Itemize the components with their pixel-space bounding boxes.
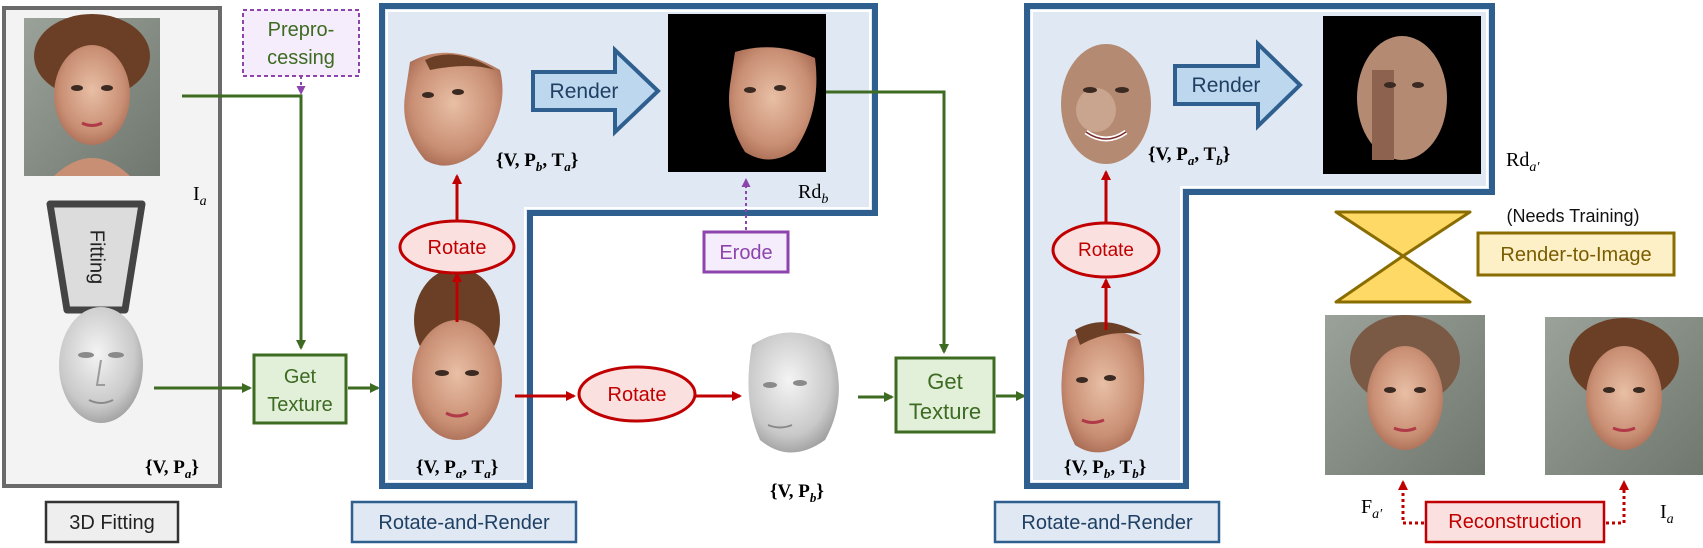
rotate-node-3 xyxy=(1051,221,1161,279)
arrow-rdb-to-gettexture2 xyxy=(826,90,949,354)
rotate-node-1-label: Rotate xyxy=(428,237,487,259)
textured-face-pb-tb xyxy=(1061,322,1145,453)
label-v-pb-tb: {V, Pb, Tb} xyxy=(1064,457,1146,481)
label-v-pb: {V, Pb} xyxy=(770,481,824,505)
rotate-node-1 xyxy=(398,219,516,275)
get-texture-box-2 xyxy=(894,356,996,434)
erode-label: Erode xyxy=(719,242,772,264)
preprocessing-line2: cessing xyxy=(267,47,335,69)
label-rda: Rda′ xyxy=(1506,149,1540,175)
fitting-label: Fitting xyxy=(86,230,108,284)
get-texture-2-line2: Texture xyxy=(909,399,981,424)
preprocessing-box xyxy=(242,9,360,77)
label-ia: Ia xyxy=(193,183,207,209)
label-v-pa: {V, Pa} xyxy=(145,457,199,481)
gray-face-3d-b xyxy=(748,332,839,453)
reconstruction-label: Reconstruction xyxy=(1448,511,1581,533)
output-photo-fa xyxy=(1325,315,1485,475)
reconstruction-arrow-left xyxy=(1398,480,1424,525)
three-d-fitting-box xyxy=(44,500,180,544)
erode-box xyxy=(702,230,790,274)
label-fa: Fa′ xyxy=(1361,496,1383,522)
target-photo-ia xyxy=(1545,317,1703,475)
preprocessing-line1: Prepro- xyxy=(268,19,335,41)
fitting-block: Fitting xyxy=(46,200,146,314)
rotated-face-pb-ta xyxy=(404,52,503,166)
label-v-pb-ta: {V, Pb, Ta} xyxy=(496,150,578,174)
rotate-node-2 xyxy=(577,365,697,423)
needs-training-label: (Needs Training) xyxy=(1506,206,1639,226)
rotate-render-label-1: Rotate-and-Render xyxy=(378,512,550,534)
get-texture-1-line1: Get xyxy=(284,366,317,388)
input-photo-ia xyxy=(24,14,160,176)
render-arrow-1: Render xyxy=(531,45,661,137)
label-v-pa-tb: {V, Pa, Tb} xyxy=(1148,144,1230,168)
rotate-node-3-label: Rotate xyxy=(1078,240,1134,261)
get-texture-2-line1: Get xyxy=(927,369,962,394)
arrow-photo-to-gettexture xyxy=(182,94,306,350)
textured-face-pa-tb xyxy=(1061,44,1151,164)
label-v-pa-ta: {V, Pa, Ta} xyxy=(416,457,498,481)
render-to-image-box xyxy=(1476,231,1676,277)
render-to-image-label: Render-to-Image xyxy=(1500,244,1651,266)
reconstruction-arrow-right xyxy=(1606,480,1629,525)
get-texture-1-line2: Texture xyxy=(267,394,333,416)
render-1-label: Render xyxy=(550,80,619,103)
label-ia-2: Ia xyxy=(1660,501,1674,527)
reconstruction-box xyxy=(1424,500,1606,544)
render-arrow-2: Render xyxy=(1173,39,1303,131)
label-rdb: Rdb xyxy=(798,181,828,207)
three-d-fitting-label: 3D Fitting xyxy=(69,512,155,534)
hourglass-generator xyxy=(1334,210,1472,304)
rendered-image-rda xyxy=(1323,16,1481,174)
get-texture-box-1 xyxy=(252,353,348,425)
render-2-label: Render xyxy=(1192,74,1261,97)
rendered-image-rdb xyxy=(668,14,826,172)
rotate-render-label-2: Rotate-and-Render xyxy=(1021,512,1193,534)
rotate-render-label-box-2 xyxy=(993,500,1221,544)
rotate-render-label-box-1 xyxy=(350,500,578,544)
rotate-node-2-label: Rotate xyxy=(608,384,667,406)
gray-face-3d-a xyxy=(59,307,143,423)
